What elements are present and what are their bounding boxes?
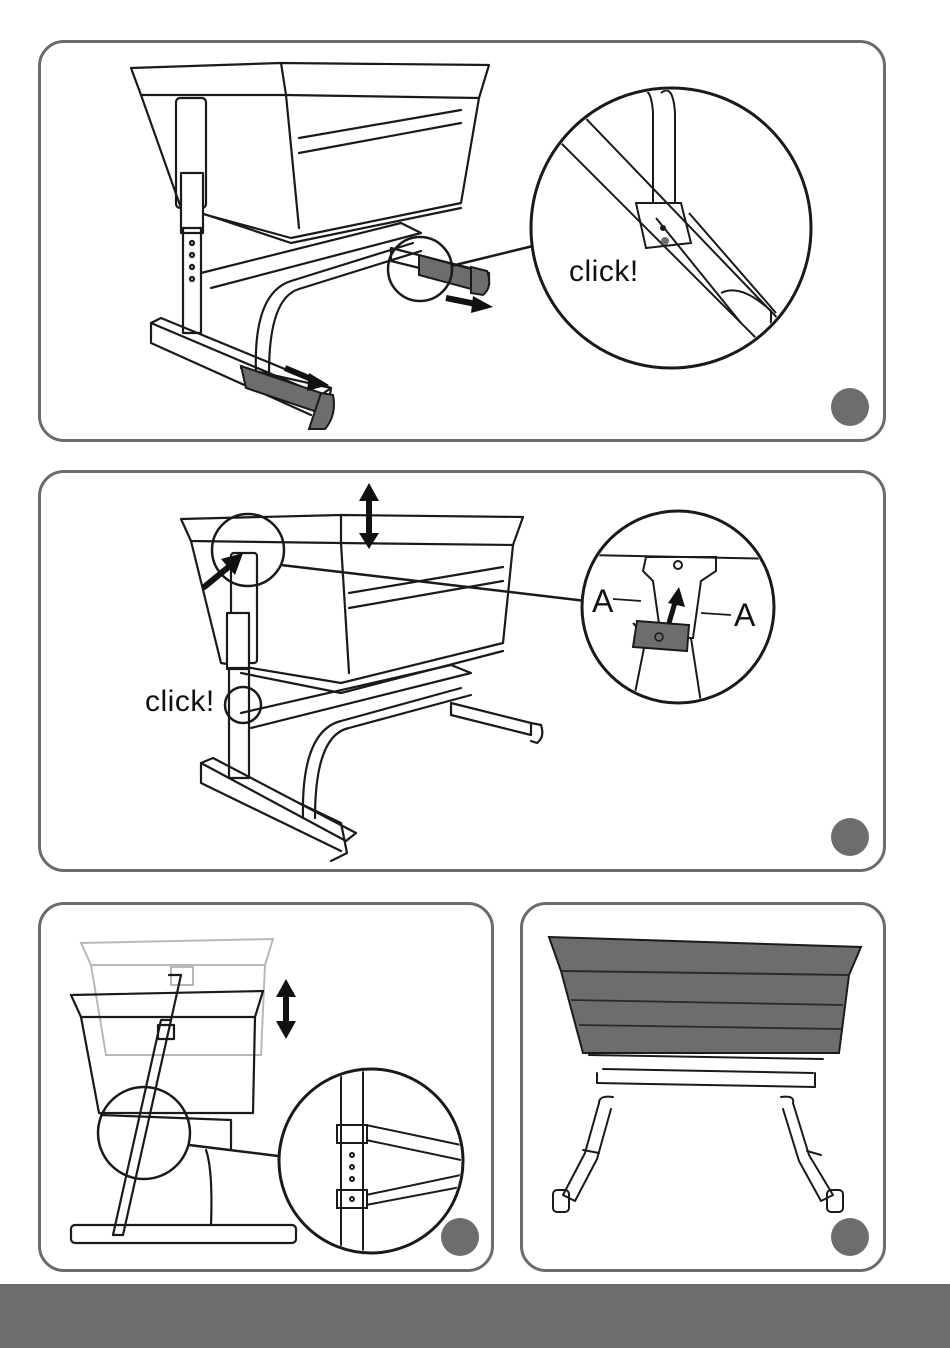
bassinet-height-positions-illustration (41, 905, 494, 1272)
marker-a-right: A (734, 597, 756, 634)
footer-bar (0, 1284, 950, 1348)
marker-a-left: A (592, 583, 614, 620)
double-arrow-vertical-icon (276, 979, 296, 1039)
click-callout: click! (569, 255, 639, 289)
bassinet-height-lock-illustration (41, 473, 886, 872)
step-panel-2: A A click! (38, 470, 886, 872)
zoom-detail-circle (279, 1069, 463, 1255)
step-marker-dot (441, 1218, 479, 1256)
zoom-detail-circle (531, 88, 811, 373)
step-panel-4 (520, 902, 886, 1272)
bassinet-folded-illustration (523, 905, 886, 1272)
bassinet-slide-handles-illustration (41, 43, 886, 442)
step-panel-3 (38, 902, 494, 1272)
click-callout: click! (145, 685, 215, 719)
step-marker-dot (831, 1218, 869, 1256)
arrow-right-icon (446, 296, 493, 313)
step-panel-1: click! (38, 40, 886, 442)
step-marker-dot (831, 388, 869, 426)
step-marker-dot (831, 818, 869, 856)
arrow-up-icon (203, 553, 243, 588)
